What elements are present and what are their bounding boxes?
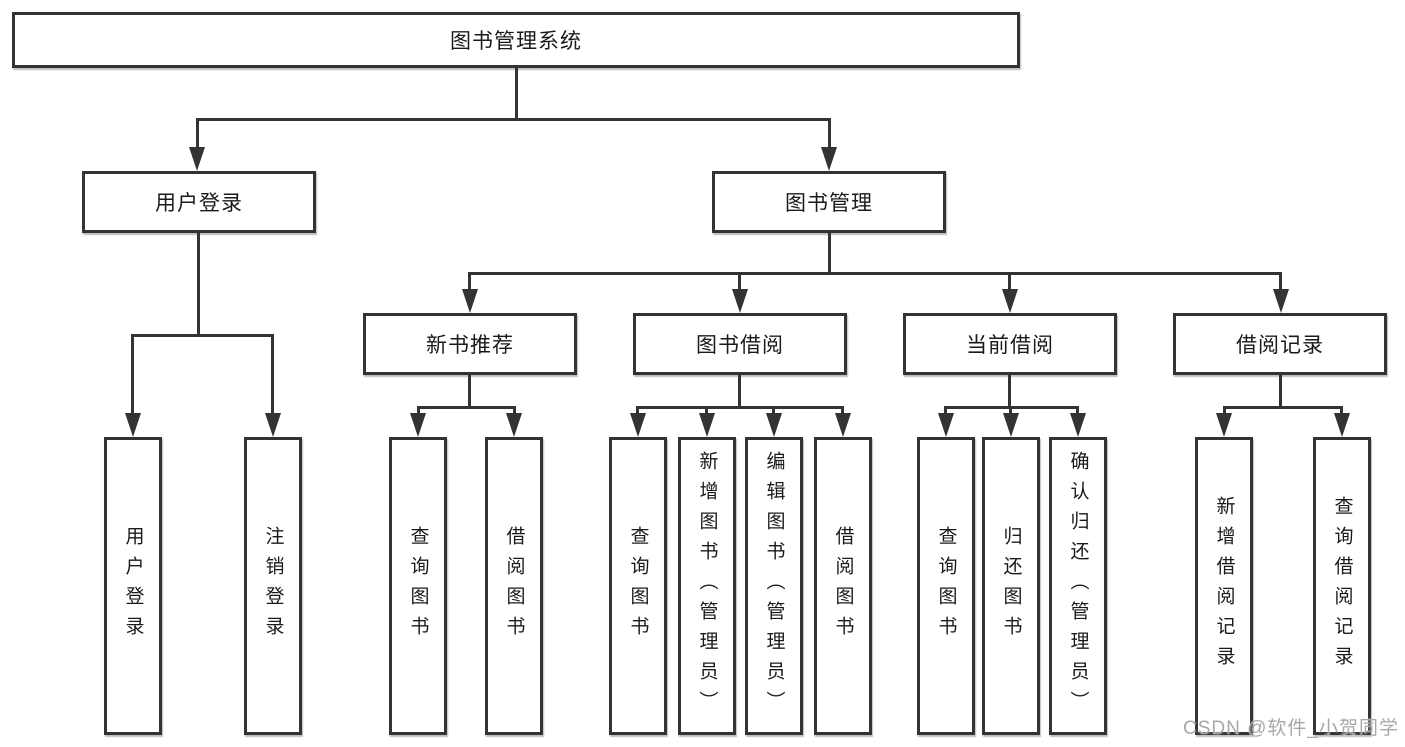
connector-drop-leaf: [636, 406, 639, 416]
connector-drop-leaf: [1076, 406, 1079, 416]
node-leaf-query-book-2: 查询图书: [609, 437, 667, 735]
connector-drop-l3: [738, 272, 741, 291]
node-label: 编辑图书（管理员）: [763, 451, 785, 721]
arrowhead-down-icon: [265, 413, 281, 437]
arrowhead-down-icon: [506, 413, 522, 437]
arrowhead-down-icon: [462, 289, 478, 313]
connector-root-rail: [196, 118, 831, 121]
connector-drop-l3: [1279, 272, 1282, 291]
connector-drop-leaf: [417, 406, 420, 416]
node-book-management: 图书管理: [712, 171, 946, 233]
node-current-borrow: 当前借阅: [903, 313, 1117, 375]
arrowhead-down-icon: [189, 147, 205, 171]
connector-newbook-stem: [468, 375, 471, 409]
node-leaf-edit-book-admin: 编辑图书（管理员）: [745, 437, 803, 735]
node-label: 查询图书: [407, 526, 429, 646]
node-label: 新增借阅记录: [1213, 496, 1235, 676]
connector-level3-rail: [468, 272, 1282, 275]
node-leaf-borrow-book-1: 借阅图书: [485, 437, 543, 735]
connector-borrowrecord-rail: [1223, 406, 1343, 409]
node-borrow-record: 借阅记录: [1173, 313, 1387, 375]
node-label: 查询图书: [627, 526, 649, 646]
arrowhead-down-icon: [630, 413, 646, 437]
node-new-book-recommend: 新书推荐: [363, 313, 577, 375]
node-label: 用户登录: [122, 526, 144, 646]
node-label: 注销登录: [262, 526, 284, 646]
node-leaf-logout: 注销登录: [244, 437, 302, 735]
arrowhead-down-icon: [410, 413, 426, 437]
connector-drop-l3: [1008, 272, 1011, 291]
arrowhead-down-icon: [1070, 413, 1086, 437]
connector-drop-leaf: [1340, 406, 1343, 416]
connector-drop-leaf: [705, 406, 708, 416]
connector-drop-leaf: [1009, 406, 1012, 416]
node-leaf-add-borrow-record: 新增借阅记录: [1195, 437, 1253, 735]
node-leaf-query-book-3: 查询图书: [917, 437, 975, 735]
node-label: 借阅图书: [503, 526, 525, 646]
connector-drop-l3: [468, 272, 471, 291]
connector-root-stem: [515, 68, 518, 120]
node-leaf-borrow-book-2: 借阅图书: [814, 437, 872, 735]
node-label: 确认归还（管理员）: [1067, 451, 1089, 721]
arrowhead-down-icon: [1003, 413, 1019, 437]
connector-newbook-rail: [417, 406, 516, 409]
connector-drop-book-mgmt: [828, 118, 831, 150]
node-user-login: 用户登录: [82, 171, 316, 233]
connector-drop-leaf: [841, 406, 844, 416]
arrowhead-down-icon: [938, 413, 954, 437]
arrowhead-down-icon: [699, 413, 715, 437]
arrowhead-down-icon: [821, 147, 837, 171]
connector-drop-leaf: [271, 334, 274, 415]
connector-drop-leaf: [772, 406, 775, 416]
node-label: 借阅图书: [832, 526, 854, 646]
node-leaf-query-book-1: 查询图书: [389, 437, 447, 735]
arrowhead-down-icon: [1334, 413, 1350, 437]
node-label: 查询图书: [935, 526, 957, 646]
arrowhead-down-icon: [125, 413, 141, 437]
node-label: 查询借阅记录: [1331, 496, 1353, 676]
node-label: 图书管理: [785, 192, 873, 215]
arrowhead-down-icon: [835, 413, 851, 437]
arrowhead-down-icon: [1002, 289, 1018, 313]
arrowhead-down-icon: [732, 289, 748, 313]
node-leaf-add-book-admin: 新增图书（管理员）: [678, 437, 736, 735]
connector-drop-leaf: [1223, 406, 1226, 416]
connector-borrowrecord-stem: [1279, 375, 1282, 409]
node-label: 当前借阅: [966, 334, 1054, 357]
node-leaf-user-login: 用户登录: [104, 437, 162, 735]
connector-currentborrow-stem: [1008, 375, 1011, 409]
node-label: 借阅记录: [1236, 334, 1324, 357]
node-leaf-query-borrow-record: 查询借阅记录: [1313, 437, 1371, 735]
csdn-watermark: CSDN @软件_小贺同学: [1183, 718, 1399, 739]
connector-drop-leaf: [131, 334, 134, 415]
connector-bookborrow-rail: [636, 406, 844, 409]
node-label: 图书借阅: [696, 334, 784, 357]
arrowhead-down-icon: [766, 413, 782, 437]
connector-drop-leaf: [513, 406, 516, 416]
node-label: 归还图书: [1000, 526, 1022, 646]
node-label: 新增图书（管理员）: [696, 451, 718, 721]
node-root-system: 图书管理系统: [12, 12, 1020, 68]
connector-drop-leaf: [944, 406, 947, 416]
arrowhead-down-icon: [1273, 289, 1289, 313]
node-label: 用户登录: [155, 192, 243, 215]
node-leaf-confirm-return-admin: 确认归还（管理员）: [1049, 437, 1107, 735]
connector-userlogin-stem: [197, 233, 200, 337]
connector-userlogin-rail: [131, 334, 274, 337]
node-label: 新书推荐: [426, 334, 514, 357]
connector-bookmgmt-stem: [828, 233, 831, 275]
connector-drop-user-login: [196, 118, 199, 150]
node-book-borrow: 图书借阅: [633, 313, 847, 375]
node-leaf-return-book: 归还图书: [982, 437, 1040, 735]
connector-bookborrow-stem: [738, 375, 741, 409]
arrowhead-down-icon: [1216, 413, 1232, 437]
node-label: 图书管理系统: [450, 30, 582, 53]
